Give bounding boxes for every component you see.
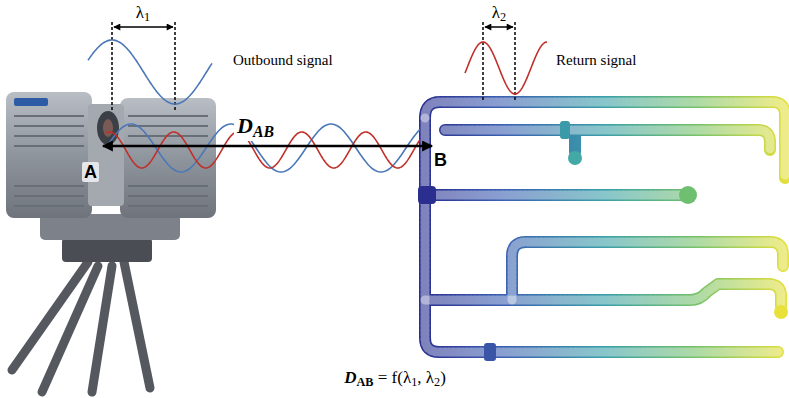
pipe-point-cloud	[679, 186, 697, 204]
laser-scanner	[128, 125, 208, 127]
pipe-point-cloud	[425, 284, 781, 306]
pipe-point-cloud	[425, 284, 781, 306]
laser-scanner	[128, 195, 208, 197]
pipe-point-cloud	[425, 102, 785, 352]
pipe-point-cloud	[425, 191, 682, 200]
laser-scanner	[14, 185, 84, 187]
wavelength-label: λ1	[136, 3, 150, 24]
laser-scanner	[128, 205, 208, 207]
wavelength-marker	[482, 22, 484, 100]
wavelength-marker	[514, 22, 516, 100]
signal-waves	[88, 40, 547, 172]
laser-scanner	[120, 98, 216, 218]
pipe-point-cloud	[774, 305, 788, 319]
outbound-beam	[106, 124, 420, 172]
pipe-point-cloud	[418, 186, 436, 204]
laser-scanner	[103, 119, 113, 137]
pipe-point-cloud	[512, 242, 783, 300]
laser-scanner	[14, 125, 84, 127]
pipe-point-cloud	[425, 102, 785, 178]
wavelength-marker	[174, 22, 176, 112]
pipe-point-cloud	[425, 189, 682, 201]
tripod	[12, 262, 150, 392]
laser-scanner	[6, 92, 216, 262]
wavelength-marker	[114, 26, 173, 28]
tripod	[42, 266, 98, 392]
pipe-point-cloud	[425, 102, 785, 352]
distance-arrow	[103, 145, 432, 148]
pipe-point-cloud	[425, 102, 785, 178]
pipe-point-cloud	[568, 151, 582, 165]
laser-scanner	[128, 115, 208, 117]
laser-scanner	[14, 195, 84, 197]
measurement-point: B	[432, 136, 453, 170]
wavelength-marker	[111, 22, 113, 112]
wavelength-marker	[485, 26, 513, 28]
laser-scanner	[14, 205, 84, 207]
pipe-point-cloud	[418, 102, 788, 361]
laser-scanner	[97, 111, 119, 145]
laser-scanner	[88, 104, 124, 206]
distance-formula: DAB = f(λ1, λ2)	[344, 368, 446, 389]
point-label: A	[82, 162, 99, 182]
point-label: B	[432, 150, 449, 170]
pipe-point-cloud	[512, 242, 783, 300]
pipe-point-cloud	[484, 343, 496, 361]
laser-scanner	[128, 185, 208, 187]
tripod	[92, 266, 112, 392]
laser-scanner	[62, 238, 152, 262]
pipe-point-cloud	[445, 130, 770, 150]
laser-scanner	[6, 92, 92, 218]
laser-scanner	[14, 145, 84, 147]
pipe-point-cloud	[425, 118, 778, 352]
outbound-wave	[88, 40, 212, 104]
tripod	[124, 262, 150, 388]
measurement-point: A	[82, 136, 103, 182]
laser-scanner	[14, 135, 84, 137]
pipe-point-cloud	[425, 118, 778, 352]
signal-name: Outbound signal	[233, 52, 333, 69]
wavelength-label: λ2	[492, 3, 506, 24]
laser-scanner	[14, 115, 84, 117]
wavelength-marker	[112, 22, 515, 112]
signal-name: Return signal	[556, 52, 636, 69]
pipe-point-cloud	[445, 130, 770, 150]
laser-scanner	[14, 98, 48, 106]
distance-label: DAB	[234, 114, 277, 141]
pipe-point-cloud	[560, 121, 570, 139]
return-wave	[465, 42, 547, 94]
